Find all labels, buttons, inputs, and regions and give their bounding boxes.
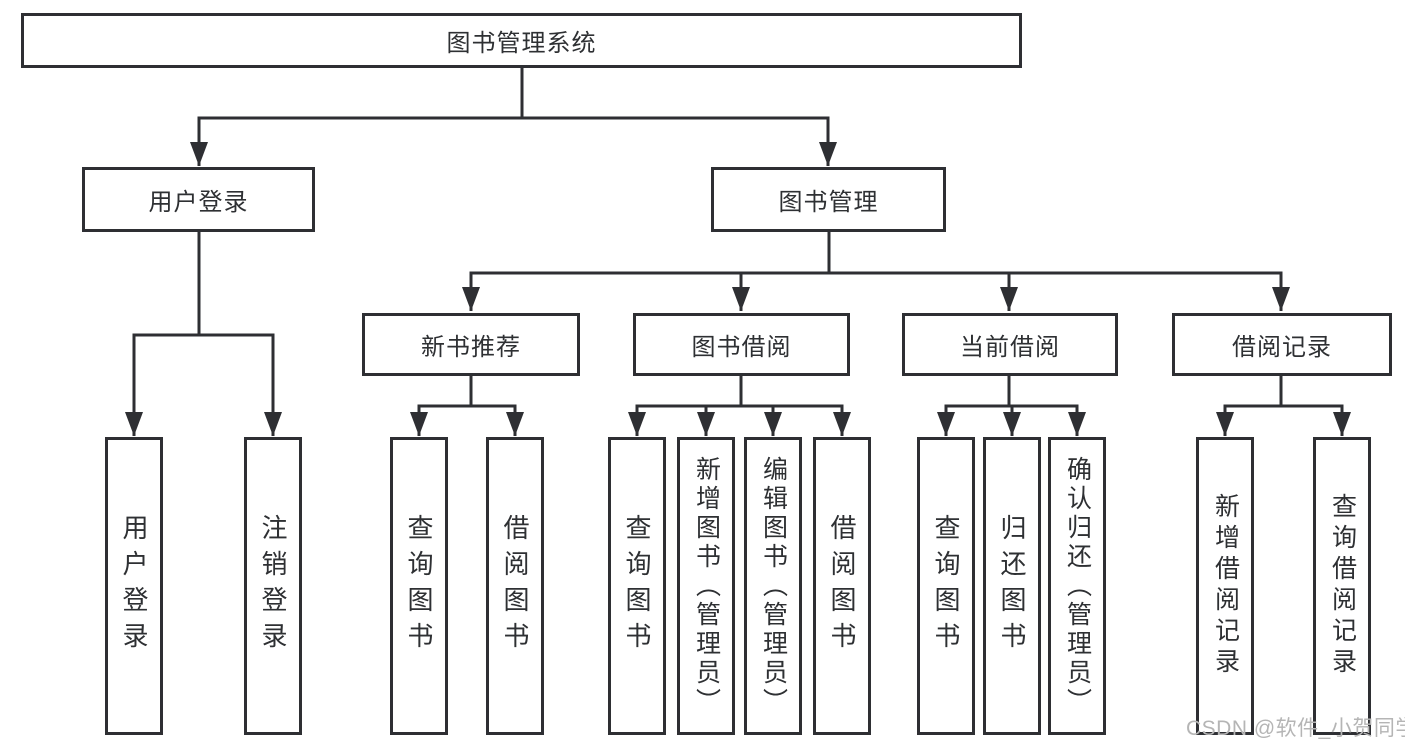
node-label: 图书管理系统 [446, 30, 597, 57]
node-borrowing-records: 借阅记录 [1172, 313, 1392, 376]
leaf-query-books-recommend: 查询图书 [390, 437, 448, 735]
watermark: CSDN @软件_小贺同学 [1186, 717, 1405, 740]
leaf-label: 新增图书（管理员） [692, 455, 721, 717]
leaf-borrow-books-borrowing: 借阅图书 [813, 437, 871, 735]
leaf-query-borrow-record: 查询借阅记录 [1313, 437, 1371, 735]
node-label: 图书管理 [778, 189, 879, 216]
leaf-query-books-current: 查询图书 [917, 437, 975, 735]
leaf-query-books-borrowing: 查询图书 [608, 437, 666, 735]
leaf-confirm-return-admin: 确认归还（管理员） [1048, 437, 1106, 735]
leaf-label: 新增借阅记录 [1211, 493, 1240, 679]
node-label: 借阅记录 [1232, 334, 1332, 361]
leaf-edit-book-admin: 编辑图书（管理员） [744, 437, 802, 735]
leaf-label: 查询借阅记录 [1328, 493, 1357, 679]
leaf-add-borrow-record: 新增借阅记录 [1196, 437, 1254, 735]
leaf-label: 借阅图书 [500, 514, 530, 658]
node-current-borrowing: 当前借阅 [902, 313, 1118, 376]
leaf-label: 查询图书 [931, 514, 961, 658]
leaf-label: 归还图书 [997, 514, 1027, 658]
node-library-management-system: 图书管理系统 [21, 13, 1022, 68]
node-label: 新书推荐 [421, 334, 521, 361]
leaf-borrow-books-recommend: 借阅图书 [486, 437, 544, 735]
leaf-label: 查询图书 [622, 514, 652, 658]
leaf-label: 查询图书 [404, 514, 434, 658]
leaf-return-book: 归还图书 [983, 437, 1041, 735]
node-user-login: 用户登录 [82, 167, 315, 232]
leaf-add-book-admin: 新增图书（管理员） [677, 437, 735, 735]
leaf-label: 借阅图书 [827, 514, 857, 658]
node-book-borrowing: 图书借阅 [633, 313, 850, 376]
node-label: 当前借阅 [960, 334, 1060, 361]
leaf-logout: 注销登录 [244, 437, 302, 735]
leaf-label: 注销登录 [258, 514, 288, 658]
leaf-label: 编辑图书（管理员） [759, 455, 788, 717]
node-book-management: 图书管理 [711, 167, 946, 232]
node-new-book-recommend: 新书推荐 [362, 313, 580, 376]
leaf-label: 确认归还（管理员） [1063, 455, 1092, 717]
leaf-user-login: 用户登录 [105, 437, 163, 735]
node-label: 图书借阅 [691, 334, 792, 361]
leaf-label: 用户登录 [119, 514, 149, 658]
node-label: 用户登录 [148, 189, 249, 216]
